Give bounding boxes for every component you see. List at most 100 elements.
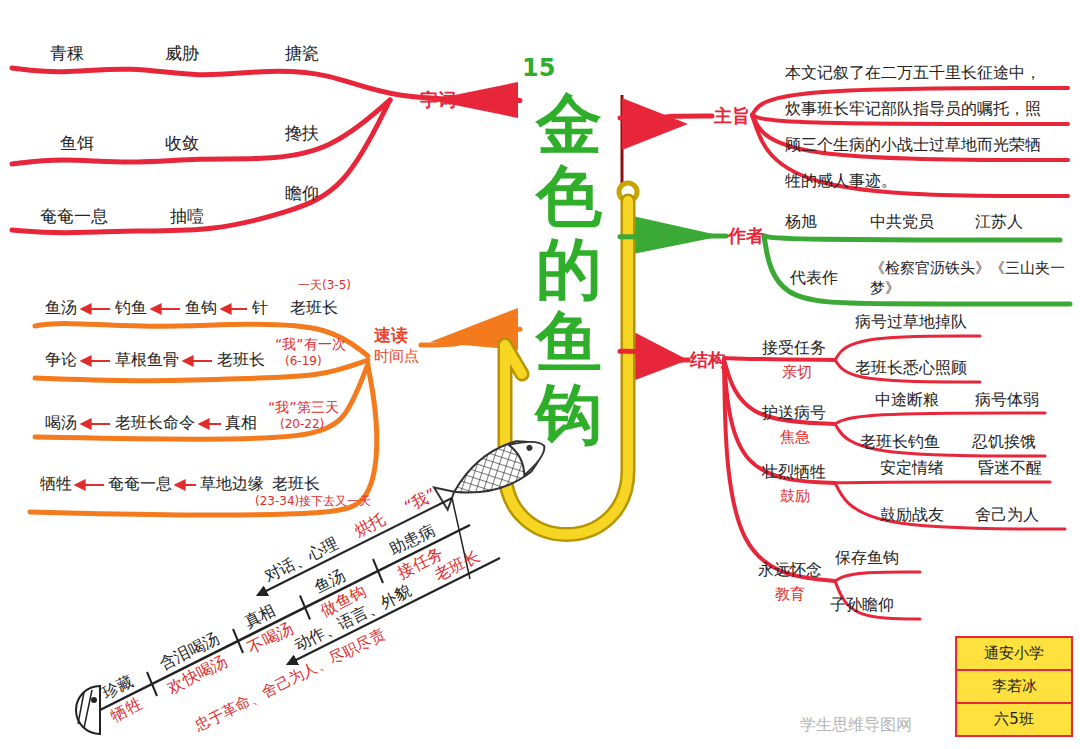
map-label: 代表作 [790, 268, 838, 289]
map-label: 奄奄一息 [40, 205, 108, 227]
branch-connector [458, 98, 520, 103]
map-label: 鱼汤 [45, 298, 77, 319]
map-label: 老班长 [272, 474, 320, 495]
branch-connector [620, 351, 688, 360]
row-arrow [152, 308, 180, 310]
map-label: “我”第三天 [268, 398, 339, 416]
map-label: 瞻仰 [285, 182, 319, 204]
skeleton-head [76, 686, 100, 734]
map-label: 针 [252, 298, 268, 319]
branch-node: 字词 [418, 86, 458, 114]
node-text: 作者 [728, 224, 764, 248]
map-label: 牺牲 [40, 474, 72, 495]
map-label: 老班长命令 [115, 413, 195, 434]
watermark: 学生思维导图网 [800, 715, 912, 736]
map-label: (20-22) [280, 417, 324, 433]
map-label: 保存鱼钩 [835, 548, 899, 569]
map-label: 争论 [45, 350, 77, 371]
branch-line [835, 482, 1050, 483]
node-text: 字词 [420, 88, 456, 112]
map-label: 教育 [775, 585, 805, 605]
map-label: 江苏人 [975, 212, 1023, 233]
node-text: 主旨 [714, 104, 750, 128]
flag [622, 98, 688, 150]
map-label: 中途断粮 [875, 390, 939, 411]
branch-line [12, 100, 390, 233]
map-label: 鱼钩 [185, 298, 217, 319]
map-label: 老班长悉心照顾 [855, 358, 967, 379]
map-label: 永远怀念 [758, 560, 822, 581]
branch-line [835, 483, 1065, 529]
map-label: 抽噎 [170, 205, 204, 227]
map-label: 搪瓷 [285, 42, 319, 64]
row-arrow [82, 423, 110, 425]
map-label: 真相 [225, 413, 257, 434]
branch-line [724, 362, 835, 483]
branch-line [835, 572, 920, 581]
map-label: 子孙瞻仰 [830, 595, 894, 616]
map-label: 搀扶 [285, 122, 319, 144]
map-label: 昏迷不醒 [978, 458, 1042, 479]
map-label: 鼓励 [780, 487, 810, 507]
map-label: 焦急 [780, 428, 810, 448]
node-text: 六5班 [957, 704, 1071, 735]
map-label: 忍饥挨饿 [972, 432, 1036, 453]
map-label: (23-34)接下去又一天 [255, 494, 371, 510]
branch-line [724, 360, 835, 424]
lesson-number: 15 [522, 54, 618, 83]
map-label: 安定情绪 [880, 458, 944, 479]
branch-node: 速读时间点 [372, 322, 421, 368]
rib [300, 596, 310, 620]
branch-line [764, 236, 1060, 240]
map-label: 青稞 [50, 42, 84, 64]
row-arrow [82, 308, 110, 310]
skeleton-eye [91, 697, 97, 703]
map-label: 草地边缘 [200, 474, 264, 495]
rib [147, 672, 157, 696]
map-label: 壮烈牺牲 [762, 462, 826, 483]
bone-line [258, 498, 452, 595]
map-label: 鼓励战友 [880, 505, 944, 526]
fishbone-label: 烘托 [352, 510, 389, 541]
map-label: 病号过草地掉队 [855, 312, 967, 333]
fishbone-label: “我” [402, 485, 439, 516]
map-label: 亲切 [782, 363, 812, 383]
branch-line [35, 324, 368, 356]
map-label: 杨旭 [785, 212, 817, 233]
node-text: 结构 [690, 348, 726, 372]
row-arrow [82, 360, 110, 362]
row-arrow [222, 308, 247, 310]
fishbone-label: 忠于革命、舍己为人、尽职尽责 [192, 626, 388, 735]
map-label: 一天(3-5) [298, 278, 351, 294]
map-label: 老班长钓鱼 [860, 432, 940, 453]
rib [233, 629, 243, 653]
map-label: 护送病号 [762, 403, 826, 424]
map-label: 奄奄一息 [108, 474, 172, 495]
map-label: (6-19) [285, 354, 322, 370]
name-card: 通安小学李若冰六5班 [955, 636, 1073, 737]
row-arrow [76, 484, 104, 486]
title-text: 金色的鱼钩 [536, 89, 602, 452]
branch-line [12, 100, 390, 164]
title-node: 15 金色的鱼钩 [520, 52, 620, 492]
skeleton-gill [78, 690, 92, 728]
row-arrow [200, 423, 221, 425]
map-label: 老班长 [290, 298, 338, 319]
map-label: 喝汤 [45, 413, 77, 434]
branch-line [35, 364, 368, 439]
fish-skeleton [76, 498, 500, 734]
map-label: 收敛 [165, 132, 199, 154]
map-label: 钓鱼 [115, 298, 147, 319]
node-text: 李若冰 [957, 671, 1071, 704]
row-arrow [176, 484, 196, 486]
map-label: 鱼饵 [60, 132, 94, 154]
branch-connector [620, 234, 726, 240]
node-text: 时间点 [374, 347, 419, 366]
node-text: 通安小学 [957, 638, 1071, 671]
fish [431, 429, 552, 516]
branch-line [30, 366, 377, 515]
branch-node: 作者 [726, 222, 766, 250]
branch-line [835, 413, 1045, 424]
row-arrows [76, 309, 247, 485]
map-label: 接受任务 [762, 338, 826, 359]
